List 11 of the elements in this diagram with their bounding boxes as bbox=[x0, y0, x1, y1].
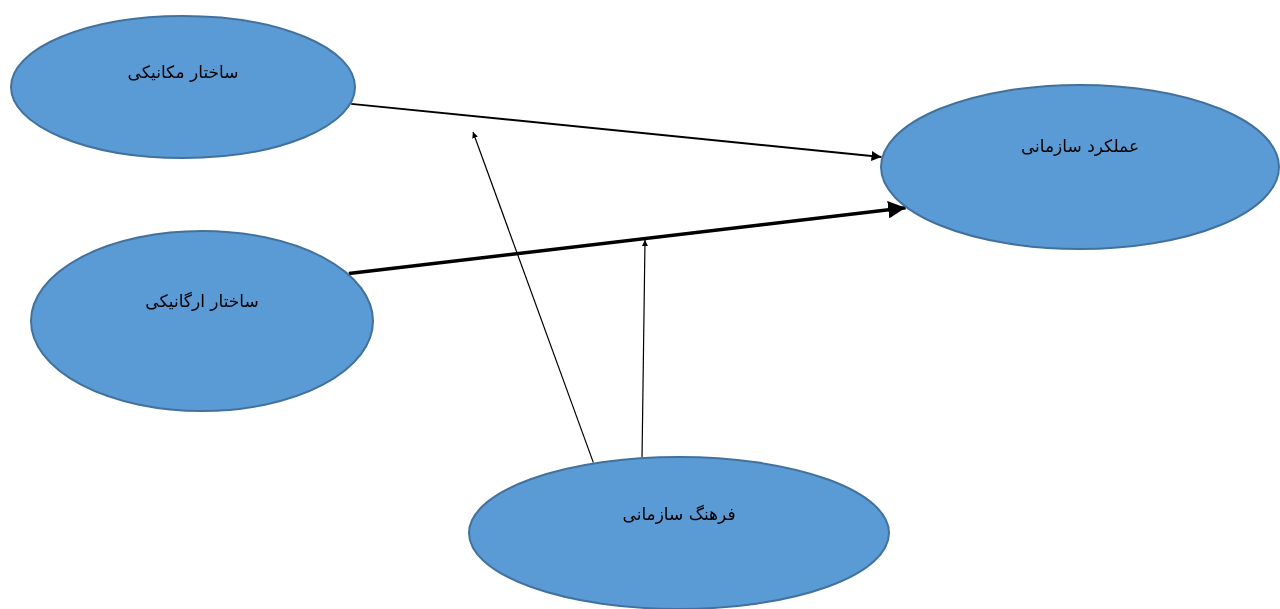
arrow bbox=[350, 102, 883, 162]
arrow bbox=[472, 131, 594, 464]
arrow bbox=[641, 239, 648, 458]
node-label: ساختار مکانیکی bbox=[127, 62, 239, 82]
ellipse-node bbox=[880, 84, 1280, 250]
ellipse-node bbox=[10, 15, 356, 159]
ellipse-node bbox=[30, 230, 374, 412]
node-label: فرهنگ سازمانی bbox=[622, 504, 736, 524]
node-label: عملکرد سازمانی bbox=[1020, 136, 1140, 156]
node-label: ساختار ارگانیکی bbox=[145, 291, 259, 311]
arrow bbox=[348, 201, 906, 276]
